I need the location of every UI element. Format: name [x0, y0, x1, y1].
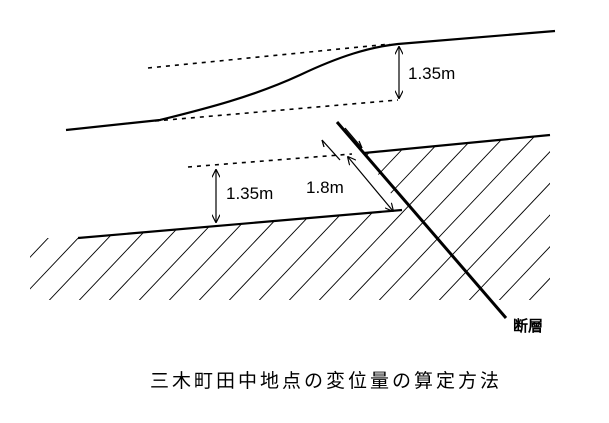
upper-projection-line-bottom	[154, 99, 399, 122]
hatch-line	[429, 135, 550, 300]
hatch-line	[30, 135, 71, 300]
fault-line	[335, 121, 508, 319]
hatch-line	[69, 135, 251, 300]
ground-hatching	[0, 120, 609, 310]
hatch-line	[30, 135, 41, 300]
hatch-line	[279, 135, 461, 300]
hatch-line	[459, 135, 550, 300]
hatch-line	[30, 135, 161, 300]
hatch-line	[0, 120, 10, 310]
hatch-line	[159, 135, 341, 300]
figure-caption: 三木町田中地点の変位量の算定方法	[150, 370, 503, 392]
hatch-line	[309, 135, 491, 300]
fault-label: 断層	[513, 317, 543, 335]
fault-offset-label: 1.8m	[306, 178, 344, 197]
upper-offset-label: 1.35m	[408, 64, 455, 83]
fault-offset-arrow	[348, 157, 393, 211]
hatch-line	[99, 135, 281, 300]
hatch-line	[30, 135, 191, 300]
lower-projection-line	[187, 153, 353, 168]
hatch-line	[489, 135, 550, 300]
raised-surface-line	[363, 133, 551, 155]
hatch-line	[339, 135, 521, 300]
upper-terrain-surface	[65, 29, 556, 132]
upper-projection-line-top	[147, 43, 391, 69]
hatch-line	[549, 135, 550, 300]
hatch-line	[129, 135, 311, 300]
hatch-line	[399, 135, 550, 300]
lower-offset-label: 1.35m	[226, 184, 273, 203]
hatch-line	[519, 135, 550, 300]
hatch-line	[219, 135, 401, 300]
hatch-line	[369, 135, 550, 300]
hatch-line	[30, 135, 131, 300]
hatch-line	[580, 120, 609, 310]
hatch-line	[30, 135, 101, 300]
slip-direction-arrows	[321, 127, 363, 161]
lower-terrain-surface	[77, 208, 403, 240]
hatch-line	[39, 135, 221, 300]
